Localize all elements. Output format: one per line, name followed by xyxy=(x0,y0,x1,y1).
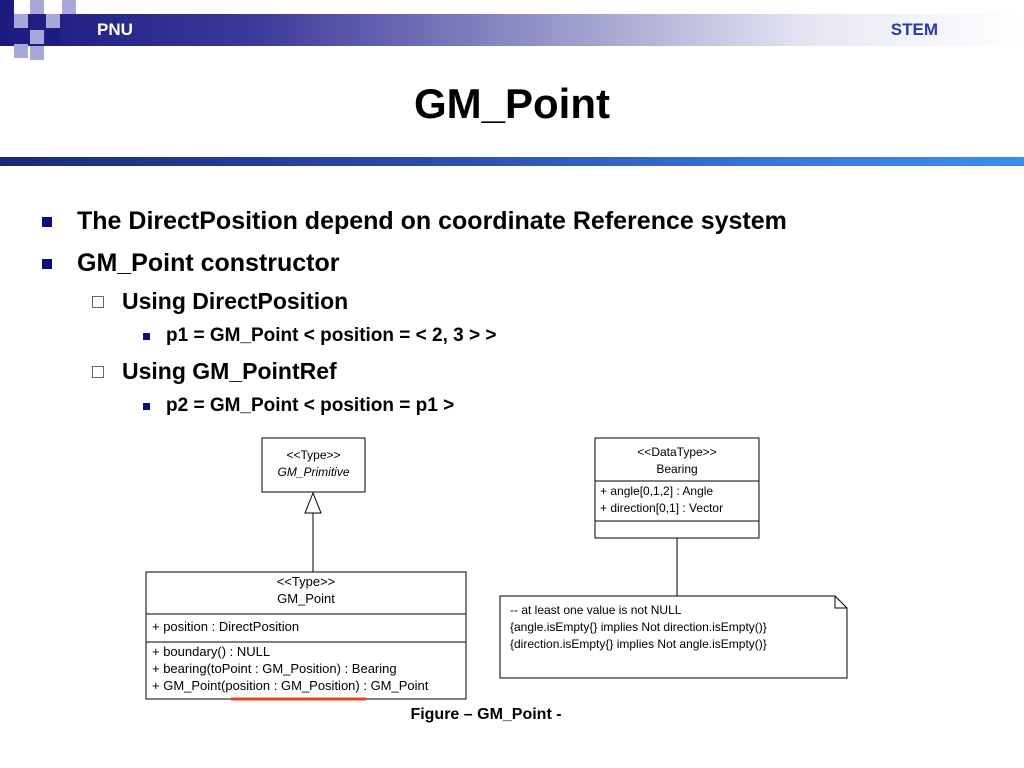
logo-squares xyxy=(0,0,80,62)
sub-sub-bullet-item: p1 = GM_Point < position = < 2, 3 > > xyxy=(166,325,497,346)
gm-point-class: <<Type>> GM_Point + position : DirectPos… xyxy=(145,571,467,701)
constraint-note: -- at least one value is not NULL {angle… xyxy=(499,595,848,679)
figure-caption: Figure – GM_Point - xyxy=(410,706,562,723)
sub-sub-bullet-marker xyxy=(143,333,150,340)
gm-point-attribute: + position : DirectPosition xyxy=(152,619,299,634)
bearing-attribute: + angle[0,1,2] : Angle xyxy=(600,484,713,498)
bullet-marker xyxy=(42,217,52,227)
sub-bullet-marker xyxy=(92,366,104,378)
header-bar xyxy=(0,14,1024,46)
bearing-name: Bearing xyxy=(656,462,697,476)
bullet-item: GM_Point constructor xyxy=(77,249,340,277)
bearing-class: <<DataType>> Bearing + angle[0,1,2] : An… xyxy=(594,437,760,539)
gm-primitive-stereotype: <<Type>> xyxy=(286,448,340,462)
note-line: -- at least one value is not NULL xyxy=(510,603,682,617)
sub-bullet-marker xyxy=(92,296,104,308)
header-right-label: STEM xyxy=(890,20,938,39)
gm-point-name: GM_Point xyxy=(277,591,335,606)
bearing-attribute: + direction[0,1] : Vector xyxy=(600,501,723,515)
header-left-label: PNU xyxy=(97,20,133,39)
bullet-item: The DirectPosition depend on coordinate … xyxy=(77,207,787,235)
gm-point-operation: + boundary() : NULL xyxy=(152,644,270,659)
title-rule xyxy=(0,157,1024,166)
generalization-arrow xyxy=(304,491,322,572)
gm-point-operation: + GM_Point(position : GM_Position) : GM_… xyxy=(152,678,429,693)
slide-title: GM_Point xyxy=(414,80,610,127)
note-line: {direction.isEmpty{} implies Not angle.i… xyxy=(510,637,767,651)
sub-sub-bullet-item: p2 = GM_Point < position = p1 > xyxy=(166,395,455,416)
gm-primitive-class: <<Type>> GM_Primitive xyxy=(261,437,366,493)
gm-point-operation: + bearing(toPoint : GM_Position) : Beari… xyxy=(152,661,397,676)
sub-bullet-item: Using GM_PointRef xyxy=(122,358,337,384)
bearing-stereotype: <<DataType>> xyxy=(637,445,716,459)
gm-primitive-name: GM_Primitive xyxy=(277,465,349,479)
sub-bullet-item: Using DirectPosition xyxy=(122,288,349,314)
bullet-marker xyxy=(42,259,52,269)
sub-sub-bullet-marker xyxy=(143,403,150,410)
note-line: {angle.isEmpty{} implies Not direction.i… xyxy=(510,620,767,634)
gm-point-stereotype: <<Type>> xyxy=(277,574,336,589)
